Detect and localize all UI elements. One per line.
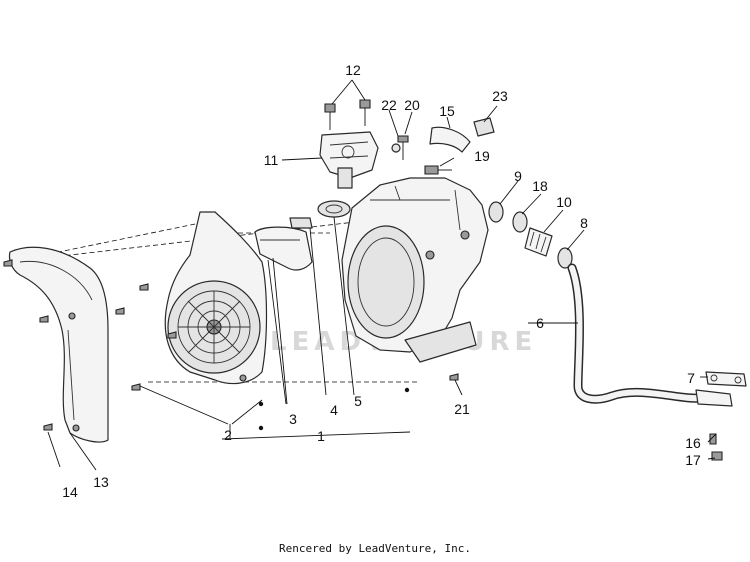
part-19-bolt[interactable] bbox=[424, 165, 452, 175]
part-6-pipe[interactable] bbox=[567, 263, 733, 407]
part-5-gasket[interactable] bbox=[317, 200, 351, 218]
part-1-main-housing[interactable] bbox=[341, 177, 489, 363]
callout-14: 14 bbox=[62, 484, 78, 500]
callout-21: 21 bbox=[454, 401, 470, 417]
callout-11: 11 bbox=[264, 152, 279, 168]
callout-8: 8 bbox=[580, 215, 588, 231]
part-12-screws[interactable] bbox=[324, 99, 371, 130]
leader-dots bbox=[258, 387, 410, 431]
fastener-screws bbox=[3, 259, 459, 431]
callout-18: 18 bbox=[532, 178, 548, 194]
part-20-screw[interactable] bbox=[397, 135, 409, 160]
part-16-stud[interactable] bbox=[709, 433, 717, 445]
callout-12: 12 bbox=[345, 62, 361, 78]
part-17-nut[interactable] bbox=[711, 451, 723, 461]
callout-13: 13 bbox=[93, 474, 109, 490]
part-23-clip[interactable] bbox=[473, 117, 495, 137]
part-13-outer-cover[interactable] bbox=[8, 246, 109, 443]
callout-3: 3 bbox=[289, 411, 297, 427]
callout-labels: 1 2 3 4 5 6 7 8 9 10 11 12 13 14 15 16 1… bbox=[62, 62, 701, 500]
callout-9: 9 bbox=[514, 168, 522, 184]
callout-7: 7 bbox=[687, 370, 695, 386]
callout-6: 6 bbox=[536, 315, 544, 331]
part-15-hose[interactable] bbox=[429, 126, 471, 153]
part-8-clamp[interactable] bbox=[557, 247, 573, 269]
callout-19: 19 bbox=[474, 148, 490, 164]
callout-22: 22 bbox=[381, 97, 397, 113]
part-3-duct[interactable] bbox=[254, 226, 313, 271]
callout-10: 10 bbox=[556, 194, 572, 210]
callout-1: 1 bbox=[317, 428, 325, 444]
part-22-washer[interactable] bbox=[391, 143, 401, 153]
callout-20: 20 bbox=[404, 97, 420, 113]
callout-2: 2 bbox=[224, 427, 232, 443]
callout-4: 4 bbox=[330, 402, 338, 418]
part-7-gasket[interactable] bbox=[705, 371, 747, 387]
part-11-housing[interactable] bbox=[319, 131, 379, 189]
part-10-coupling[interactable] bbox=[524, 227, 553, 257]
part-2-fan-cover[interactable] bbox=[164, 211, 268, 385]
part-4-clip[interactable] bbox=[289, 217, 313, 229]
callout-15: 15 bbox=[439, 103, 455, 119]
part-18-clamp[interactable] bbox=[512, 211, 528, 233]
callout-17: 17 bbox=[685, 452, 701, 468]
callout-5: 5 bbox=[354, 393, 362, 409]
render-credit: Rencered by LeadVenture, Inc. bbox=[278, 542, 472, 555]
part-9-clamp[interactable] bbox=[488, 201, 504, 223]
callout-16: 16 bbox=[685, 435, 701, 451]
callout-23: 23 bbox=[492, 88, 508, 104]
leader-lines bbox=[47, 79, 717, 471]
